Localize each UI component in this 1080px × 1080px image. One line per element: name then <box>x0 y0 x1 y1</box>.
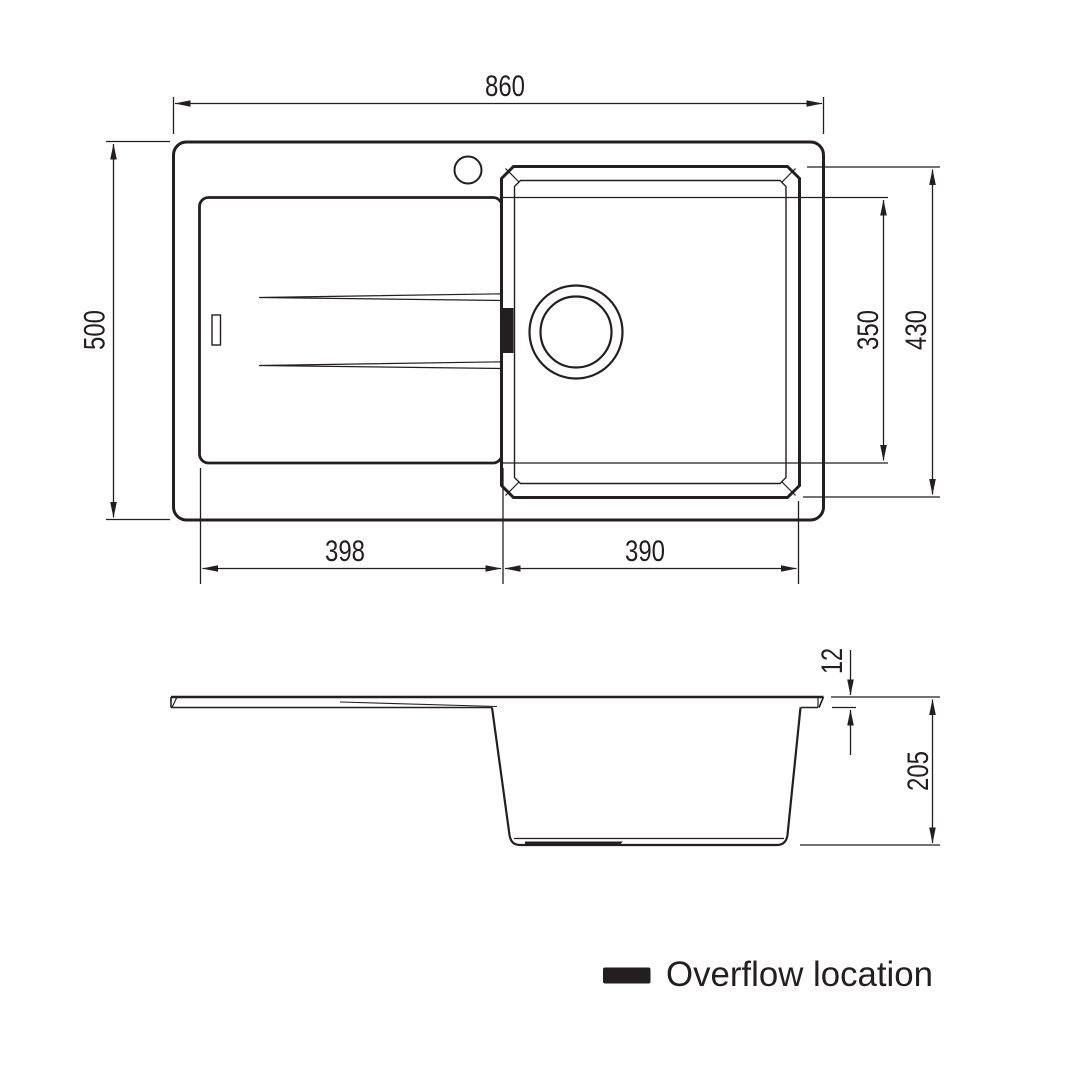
deck-left-bevel <box>171 696 178 708</box>
drain-outer-circle <box>528 284 624 380</box>
top-view <box>172 140 888 522</box>
dim-label-overall-depth: 500 <box>79 310 112 350</box>
overflow-marker-side-view <box>525 841 623 846</box>
bowl-rim-inner-edge <box>513 179 787 485</box>
drainer-overflow-slot <box>211 314 222 346</box>
dim-label-bowl-inner-depth: 350 <box>852 310 885 350</box>
deck-right-bevel <box>818 696 825 708</box>
dimension-398: 398 <box>199 468 504 584</box>
overflow-marker-top-view <box>501 308 514 353</box>
dim-label-drainer-width: 398 <box>325 535 365 568</box>
overflow-legend-swatch <box>603 967 651 984</box>
dimension-860: 860 <box>172 70 825 134</box>
dim-label-bowl-depth: 205 <box>902 751 935 791</box>
dimension-12: 12 <box>816 648 940 755</box>
dimension-205: 205 <box>800 699 940 846</box>
bowl-corner-tick <box>781 168 796 183</box>
overflow-legend-label: Overflow location <box>666 955 933 994</box>
bowl-outer-edge <box>500 165 801 499</box>
legend: Overflow location <box>603 955 933 994</box>
dimension-350: 350 <box>852 199 887 461</box>
dim-label-deck-thickness: 12 <box>816 648 849 674</box>
drainer-slope-line <box>339 701 498 708</box>
dimension-430: 430 <box>803 166 940 498</box>
bowl-profile <box>490 707 802 847</box>
bowl-corner-tick <box>505 481 520 496</box>
faucet-hole <box>453 155 483 185</box>
bowl-corner-tick <box>505 168 520 183</box>
side-view <box>170 695 825 847</box>
dimension-500: 500 <box>79 140 170 521</box>
drain-inner-circle <box>539 295 613 369</box>
dim-label-bowl-width: 390 <box>625 535 665 568</box>
bowl-corner-tick <box>781 481 796 496</box>
dim-label-bowl-outer-depth: 430 <box>900 310 933 350</box>
dimension-390: 390 <box>504 501 800 584</box>
dim-label-overall-width: 860 <box>485 70 525 103</box>
